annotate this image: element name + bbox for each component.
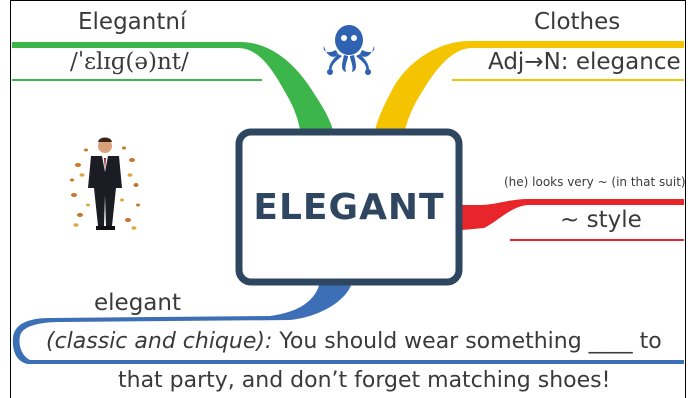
yellow-branch [375, 41, 684, 130]
central-box [235, 128, 463, 286]
right-note: (he) looks very ~ (in that suit) [504, 175, 686, 189]
bottom-title: elegant [94, 290, 181, 316]
top-right-subtitle: Adj→N: elegance [488, 49, 681, 75]
bottom-example-line1: (classic and chique): You should wear so… [46, 329, 662, 354]
octopus-icon [323, 25, 375, 75]
slide-frame [10, 0, 686, 398]
top-right-title: Clothes [534, 9, 621, 35]
example-sentence-part: You should wear something ____ to [279, 329, 662, 354]
green-branch [12, 42, 333, 130]
businessman-autumn-leaves-illustration [70, 137, 140, 230]
top-left-title: Elegantní [78, 9, 187, 35]
top-left-pronunciation: /ˈɛlɪɡ(ə)nt/ [70, 49, 189, 75]
central-word: ELEGANT [253, 186, 445, 228]
red-branch [462, 199, 684, 230]
bottom-example-line2: that party, and don’t forget matching sh… [118, 368, 611, 393]
example-italic-part: (classic and chique): [46, 329, 273, 354]
right-phrase: ~ style [560, 207, 642, 233]
